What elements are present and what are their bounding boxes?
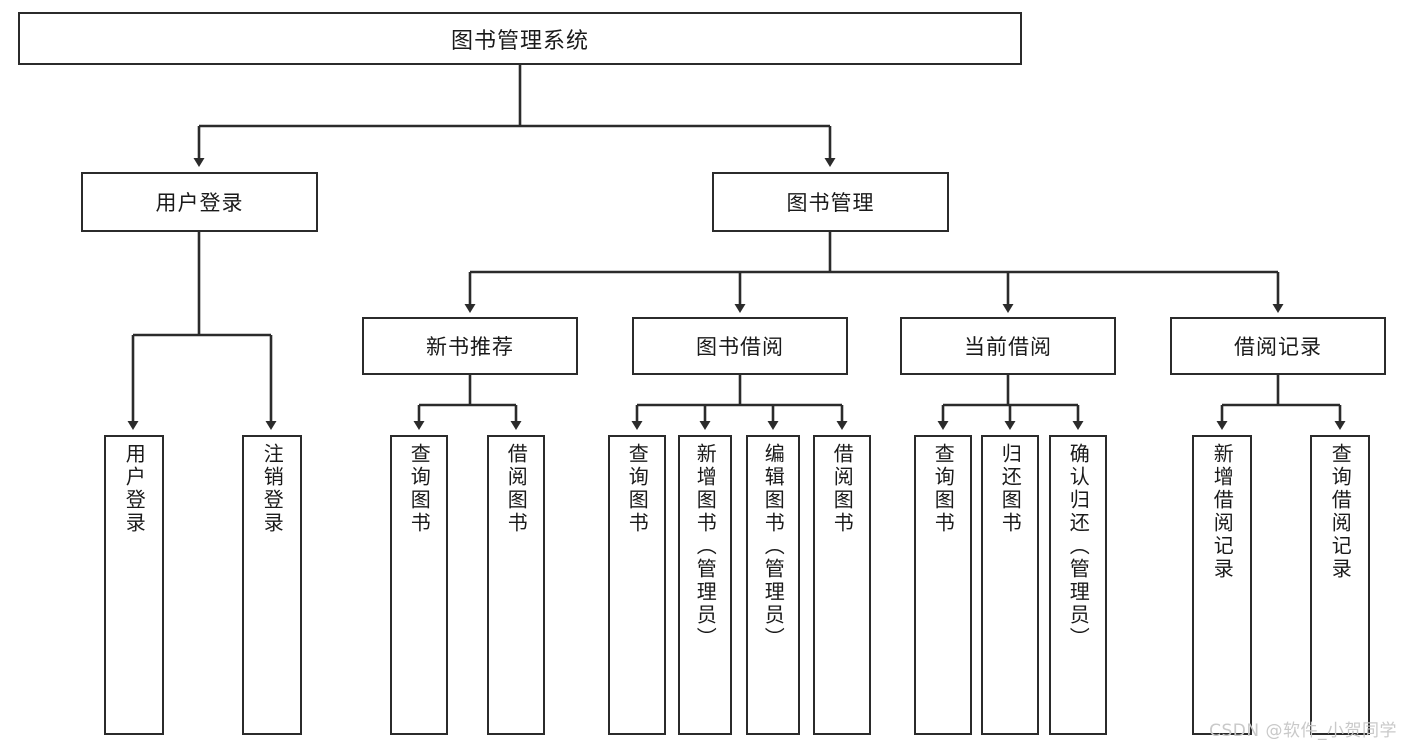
leaf-label: 确认归还（管理员）	[1066, 443, 1091, 650]
node-root-system[interactable]: 图书管理系统	[18, 12, 1022, 65]
node-label: 图书管理	[786, 191, 875, 215]
leaf-borrow-add-book-admin[interactable]: 新增图书（管理员）	[678, 435, 732, 735]
node-label: 借阅记录	[1234, 335, 1322, 359]
leaf-new-book-borrow[interactable]: 借阅图书	[487, 435, 545, 735]
node-book-borrow[interactable]: 图书借阅	[632, 317, 848, 375]
node-label: 图书借阅	[696, 335, 784, 359]
leaf-borrow-borrow-book[interactable]: 借阅图书	[813, 435, 871, 735]
node-borrow-record[interactable]: 借阅记录	[1170, 317, 1386, 375]
node-label: 当前借阅	[964, 335, 1052, 359]
node-user-login[interactable]: 用户登录	[81, 172, 318, 232]
leaf-label: 借阅图书	[504, 443, 529, 535]
node-label: 用户登录	[155, 191, 244, 215]
leaf-record-add[interactable]: 新增借阅记录	[1192, 435, 1252, 735]
leaf-label: 借阅图书	[830, 443, 855, 535]
node-label: 图书管理系统	[450, 28, 589, 54]
leaf-label: 查询借阅记录	[1328, 443, 1353, 581]
watermark: CSDN @软件_小贺同学	[1209, 721, 1397, 741]
leaf-current-confirm-return-admin[interactable]: 确认归还（管理员）	[1049, 435, 1107, 735]
leaf-new-book-query[interactable]: 查询图书	[390, 435, 448, 735]
leaf-user-login-signin[interactable]: 用户登录	[104, 435, 164, 735]
leaf-user-login-signout[interactable]: 注销登录	[242, 435, 302, 735]
leaf-label: 归还图书	[998, 443, 1023, 535]
leaf-borrow-edit-book-admin[interactable]: 编辑图书（管理员）	[746, 435, 800, 735]
node-book-management[interactable]: 图书管理	[712, 172, 949, 232]
leaf-label: 编辑图书（管理员）	[761, 443, 786, 650]
node-new-book-recommend[interactable]: 新书推荐	[362, 317, 578, 375]
leaf-label: 查询图书	[407, 443, 432, 535]
leaf-label: 查询图书	[625, 443, 650, 535]
leaf-borrow-query-book[interactable]: 查询图书	[608, 435, 666, 735]
leaf-label: 新增借阅记录	[1210, 443, 1235, 581]
leaf-label: 新增图书（管理员）	[693, 443, 718, 650]
leaf-current-query-book[interactable]: 查询图书	[914, 435, 972, 735]
leaf-current-return-book[interactable]: 归还图书	[981, 435, 1039, 735]
leaf-label: 注销登录	[260, 443, 285, 535]
node-label: 新书推荐	[426, 335, 514, 359]
node-current-borrow[interactable]: 当前借阅	[900, 317, 1116, 375]
leaf-record-query[interactable]: 查询借阅记录	[1310, 435, 1370, 735]
leaf-label: 查询图书	[931, 443, 956, 535]
leaf-label: 用户登录	[122, 443, 147, 535]
